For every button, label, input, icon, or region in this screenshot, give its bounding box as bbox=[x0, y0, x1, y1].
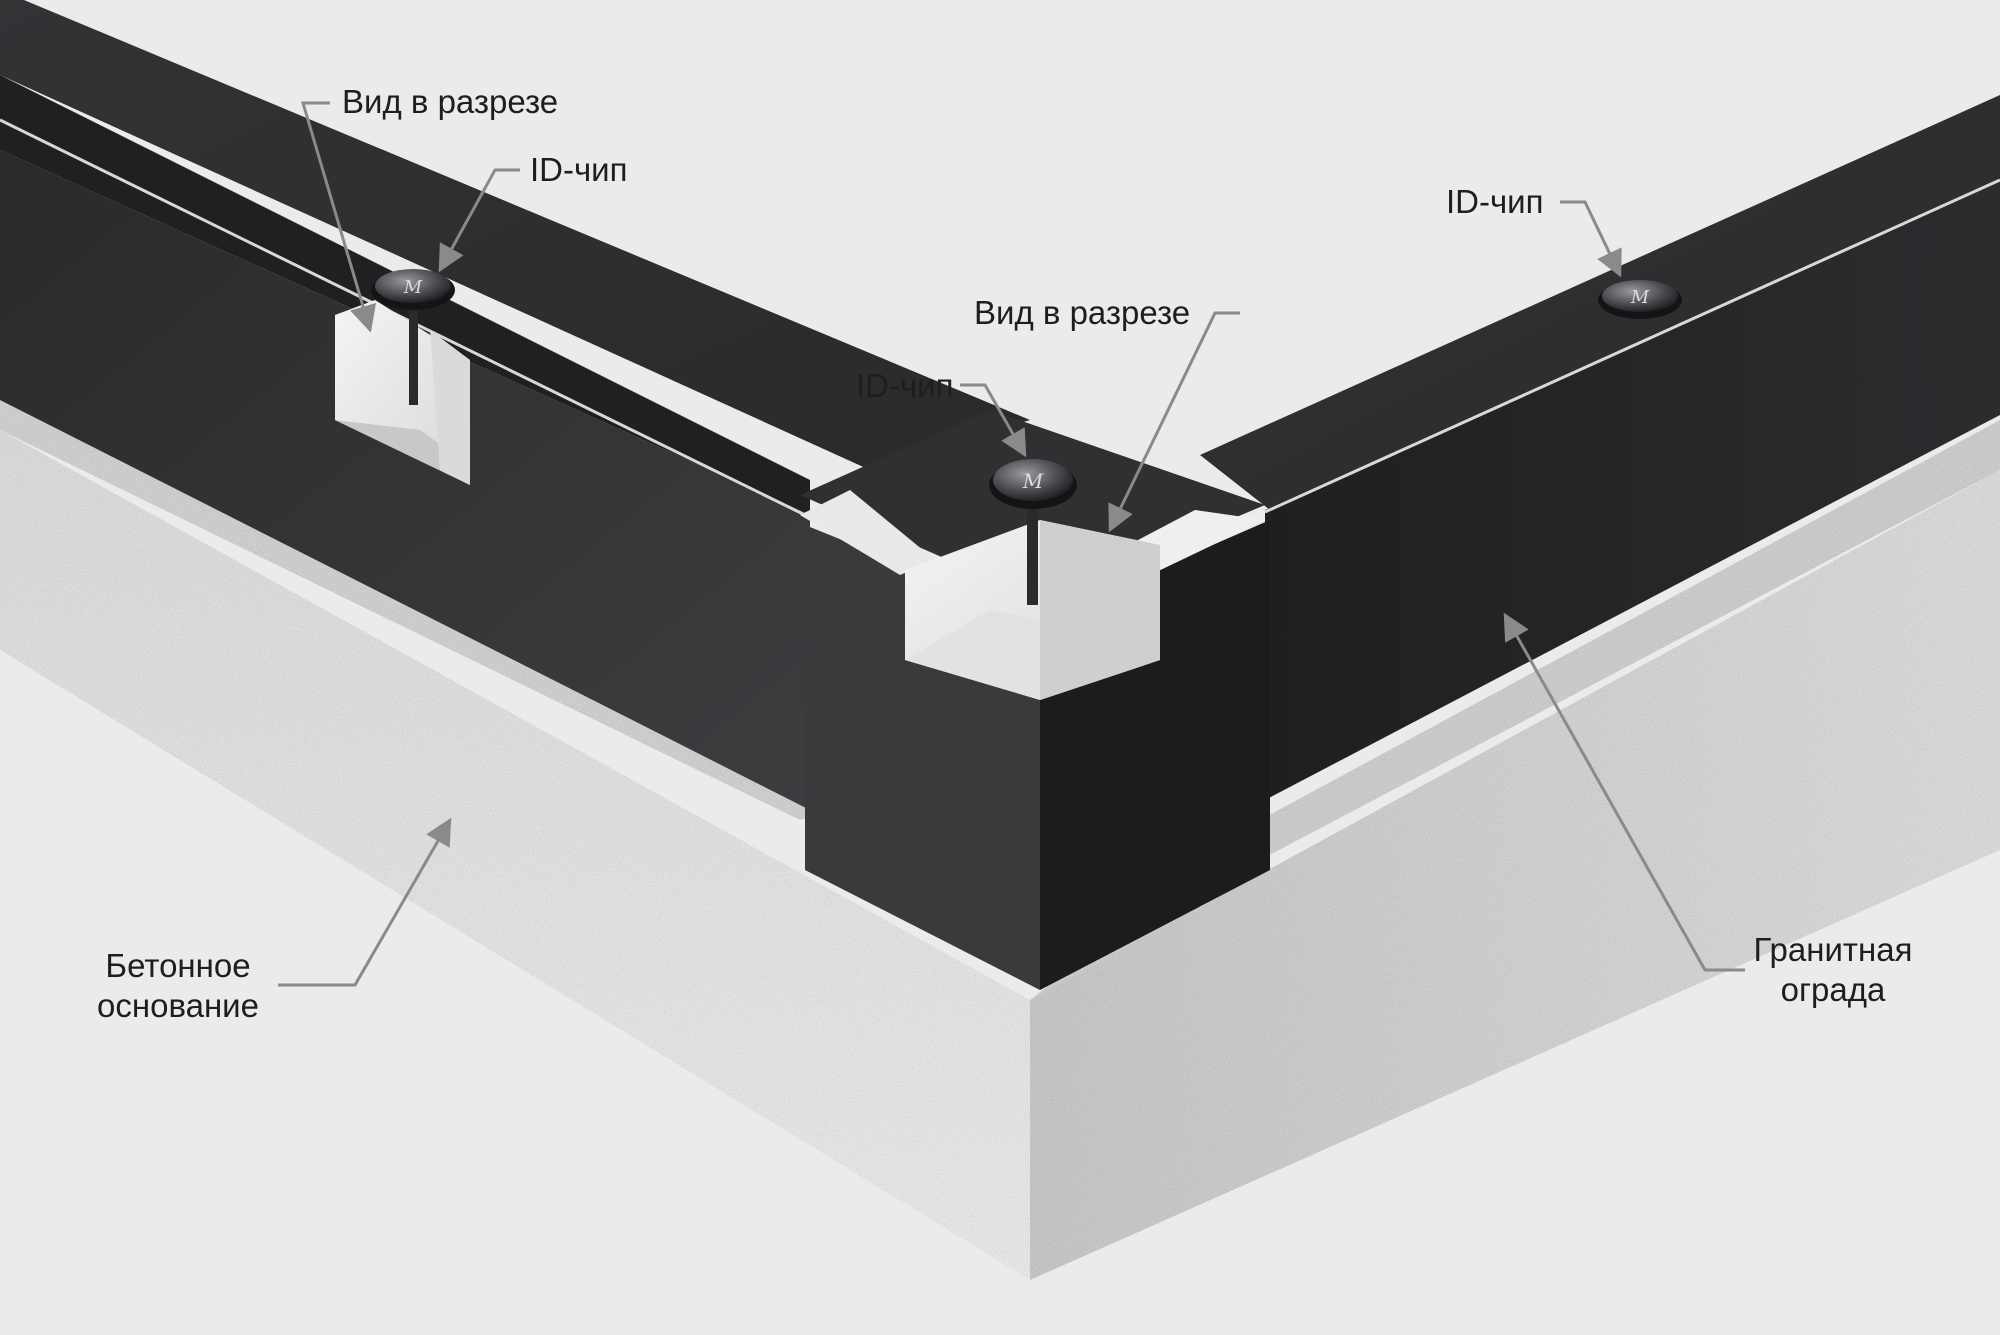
svg-text:M: M bbox=[403, 277, 423, 298]
label-granite-fence: Гранитная ограда bbox=[1738, 930, 1928, 1010]
leader-id-chip-left bbox=[438, 168, 520, 273]
label-id-chip-right: ID-чип bbox=[1446, 183, 1544, 220]
label-section-view-left: Вид в разрезе bbox=[342, 83, 559, 120]
concrete-base bbox=[0, 390, 2000, 1280]
label-concrete-base-line2: основание bbox=[97, 987, 259, 1024]
id-chip-right: M bbox=[1598, 280, 1682, 319]
svg-text:M: M bbox=[1630, 287, 1650, 308]
svg-text:M: M bbox=[1022, 469, 1044, 493]
label-granite-fence-line1: Гранитная bbox=[1753, 931, 1913, 968]
leader-section-view-left bbox=[300, 101, 377, 333]
leader-id-chip-right bbox=[1560, 200, 1622, 278]
leader-lines bbox=[278, 101, 1745, 987]
label-granite-fence-line2: ограда bbox=[1780, 971, 1886, 1008]
label-concrete-base-line1: Бетонное bbox=[105, 947, 251, 984]
label-id-chip-center: ID-чип bbox=[856, 367, 954, 404]
leader-granite-fence bbox=[1503, 612, 1745, 972]
label-id-chip-left: ID-чип bbox=[530, 151, 628, 188]
label-concrete-base: Бетонное основание bbox=[88, 946, 268, 1026]
corner-post bbox=[800, 410, 1270, 990]
left-cutaway bbox=[335, 300, 470, 485]
leader-concrete-base bbox=[278, 817, 452, 987]
id-chip-left: M bbox=[371, 269, 455, 405]
leader-id-chip-center bbox=[960, 383, 1027, 458]
id-chip-center: M bbox=[989, 459, 1077, 605]
label-section-view-center: Вид в разрезе bbox=[974, 294, 1191, 331]
leader-section-view-center bbox=[1108, 311, 1240, 533]
